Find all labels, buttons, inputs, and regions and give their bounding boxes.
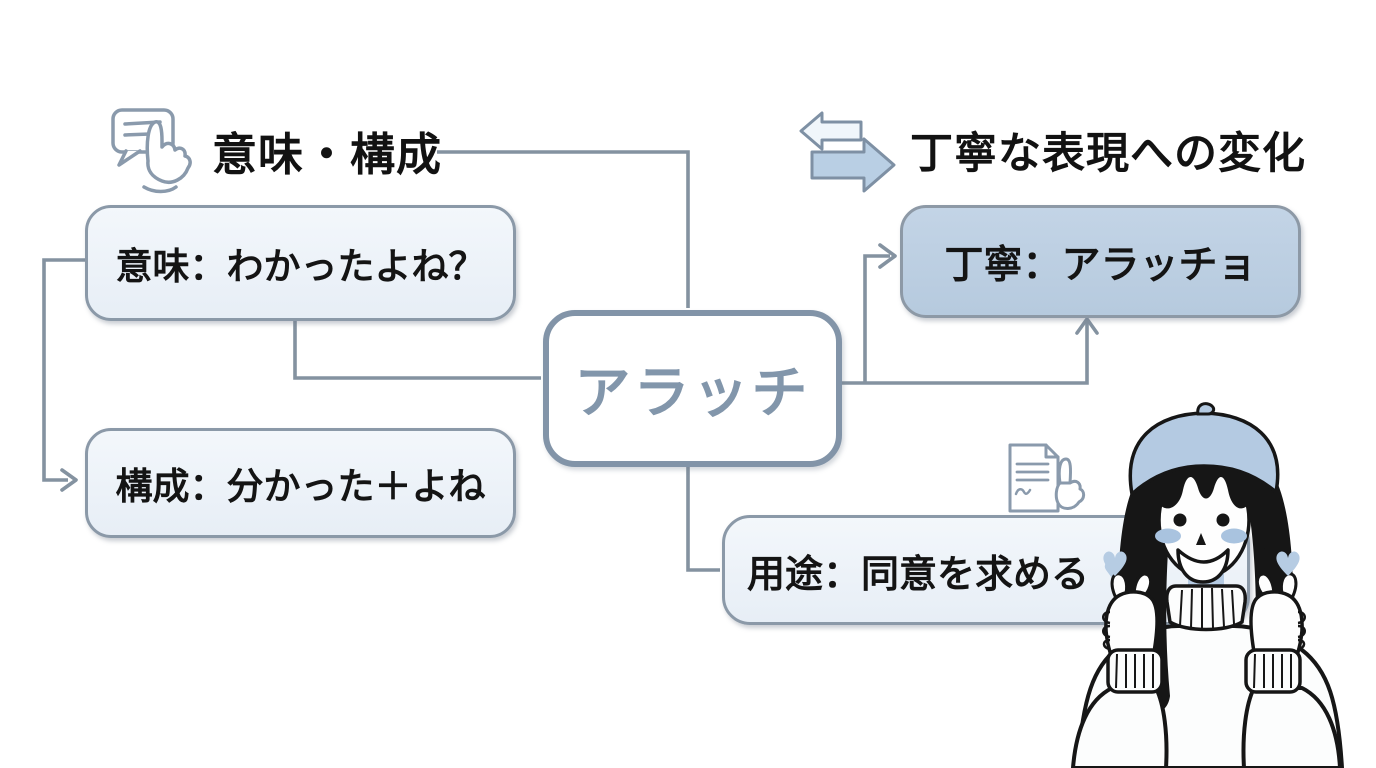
arrow-right-shape bbox=[810, 137, 896, 192]
node-meaning-label: 意味：わかったよね？ bbox=[115, 246, 486, 287]
chat-tap-icon bbox=[111, 107, 192, 193]
girl-finger-hearts-illustration bbox=[1071, 402, 1345, 768]
node-structure-label: 構成：分かった＋よね bbox=[115, 466, 486, 507]
connector-meaning-to-center bbox=[293, 314, 541, 380]
arrow-left-shape bbox=[799, 111, 863, 150]
connector-center-to-polite-bottom bbox=[832, 322, 1089, 385]
arrowhead-polite-left bbox=[878, 243, 897, 269]
sleeve-left bbox=[1071, 686, 1169, 768]
nose bbox=[1196, 533, 1206, 545]
collar-ribs bbox=[1179, 587, 1235, 629]
blush-left bbox=[1155, 528, 1181, 544]
cuff-left-ribs bbox=[1115, 653, 1154, 689]
cuff-right-ribs bbox=[1253, 653, 1292, 689]
connector-heading-to-center bbox=[437, 150, 690, 308]
document-hand-icon bbox=[1008, 443, 1086, 513]
connector-center-to-usage bbox=[686, 454, 720, 572]
finger-heart-hand-right bbox=[1249, 572, 1306, 654]
heading-label-meaning: 意味・構成 bbox=[212, 129, 443, 180]
turtleneck-collar bbox=[1165, 584, 1247, 632]
node-meaning: 意味：わかったよね？ bbox=[85, 205, 516, 321]
beret-stem bbox=[1196, 402, 1216, 416]
eye-right bbox=[1216, 513, 1230, 527]
sleeve-right bbox=[1241, 686, 1342, 768]
heading-label-polite: 丁寧な表現への変化 bbox=[910, 129, 1306, 178]
node-center-aratchi: アラッチ bbox=[543, 310, 842, 467]
section-heading-meaning: 意味・構成 bbox=[110, 103, 442, 198]
node-polite: 丁寧：アラッチョ bbox=[900, 205, 1301, 318]
node-polite-label: 丁寧：アラッチョ bbox=[944, 243, 1257, 287]
eye-left bbox=[1173, 513, 1187, 527]
beret bbox=[1128, 411, 1280, 496]
center-label: アラッチ bbox=[574, 361, 811, 424]
connector-meaning-to-structure bbox=[42, 258, 85, 482]
node-structure: 構成：分かった＋よね bbox=[85, 428, 516, 538]
mouth bbox=[1176, 548, 1230, 584]
blush-right bbox=[1221, 528, 1247, 544]
arrowhead-polite-bottom bbox=[1075, 317, 1099, 335]
connector-center-to-polite-left bbox=[863, 254, 890, 383]
finger-heart-hand-left bbox=[1102, 572, 1159, 654]
node-usage-label: 用途：同意を求める bbox=[747, 553, 1090, 596]
heart-icon-left bbox=[1103, 551, 1127, 576]
heart-icon-right bbox=[1276, 551, 1300, 576]
swap-arrows-icon bbox=[799, 111, 896, 192]
section-heading-polite: 丁寧な表現への変化 bbox=[796, 102, 1306, 197]
arrowhead-structure bbox=[60, 468, 78, 492]
